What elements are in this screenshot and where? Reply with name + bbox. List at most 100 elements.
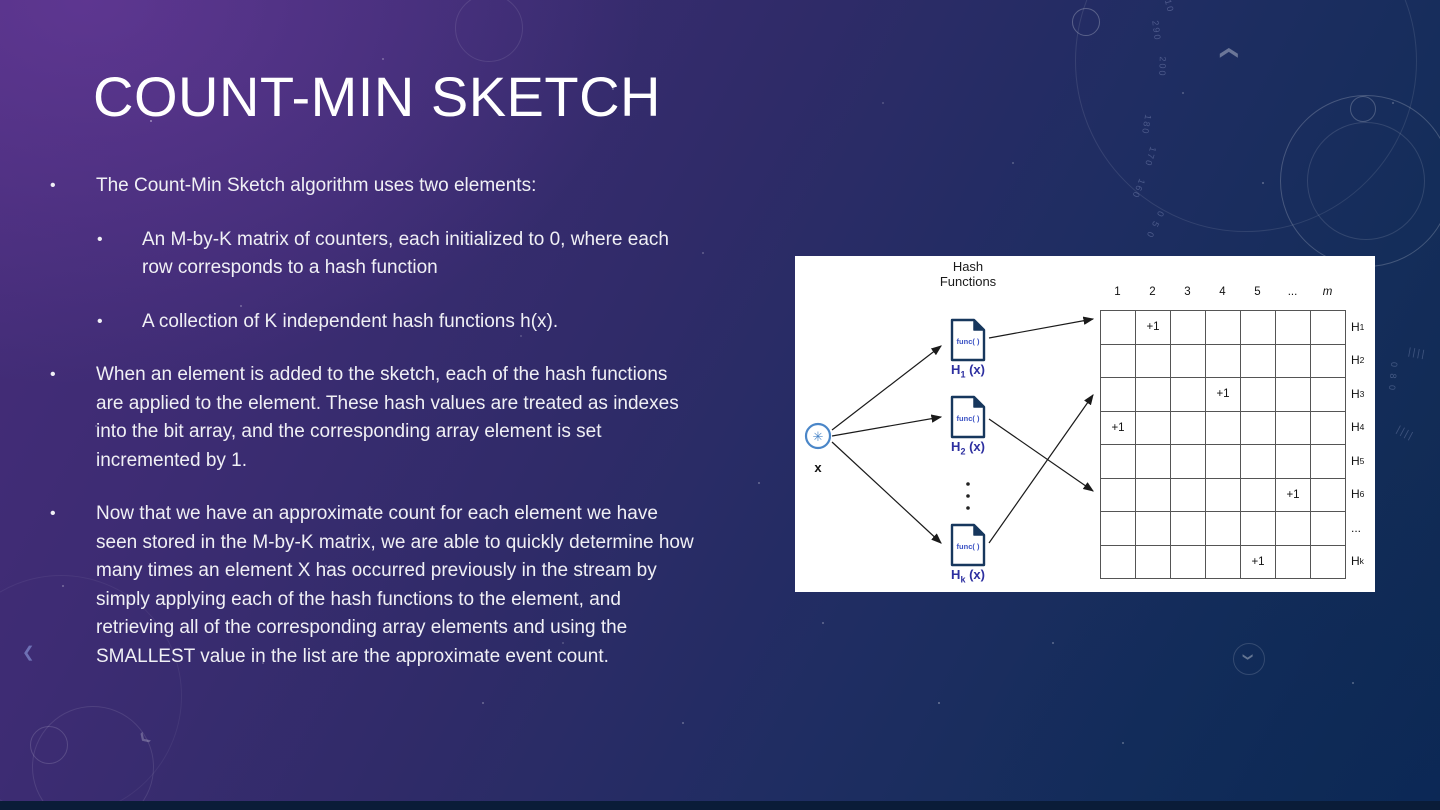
- decor-circle: [1072, 8, 1100, 36]
- grid-column-header: m: [1322, 286, 1333, 298]
- grid-cell: [1171, 411, 1206, 445]
- grid-cell: [1276, 378, 1311, 412]
- label-base: H: [1351, 353, 1360, 368]
- bottom-bar: [0, 801, 1440, 810]
- counter-grid: +1+1+1+1+1: [1100, 310, 1346, 579]
- grid-cell: [1241, 445, 1276, 479]
- label-subscript: 5: [1359, 455, 1365, 466]
- chevron-left-icon: ❮: [22, 644, 35, 661]
- bullet-text: An M-by-K matrix of counters, each initi…: [142, 228, 669, 279]
- bullet-item: • A collection of K independent hash func…: [0, 308, 740, 337]
- label-base: H: [1351, 386, 1360, 401]
- diagram-graphics: ✳ x func( ) func( ) func( ): [804, 316, 1095, 567]
- bullet-marker: •: [50, 505, 56, 522]
- grid-cell: [1171, 311, 1206, 345]
- ellipsis-dot: [966, 494, 970, 498]
- grid-cell: [1206, 445, 1241, 479]
- grid-cell: [1171, 545, 1206, 579]
- hash-func-icon-1: func( ): [950, 318, 986, 362]
- arrow-x-to-h2: [831, 414, 943, 437]
- input-label: x: [814, 460, 822, 475]
- diagram-panel: Hash Functions ✳ x func( ): [795, 256, 1375, 592]
- grid-cell: [1101, 311, 1136, 345]
- arrow-h1-to-grid: [988, 316, 1095, 339]
- grid-cell: [1136, 411, 1171, 445]
- label-subscript: 2: [1359, 355, 1365, 366]
- label-base: H: [951, 567, 961, 582]
- chevron-down-icon: ❯: [1242, 652, 1254, 662]
- label-rest: (x): [965, 567, 985, 582]
- grid-cell: [1101, 445, 1136, 479]
- grid-cell: [1206, 311, 1241, 345]
- decor-number: 0 8 0: [1386, 361, 1400, 393]
- grid-cell: [1136, 545, 1171, 579]
- grid-cell: [1311, 378, 1346, 412]
- input-node: [804, 422, 832, 450]
- func-text: func( ): [957, 337, 980, 346]
- label-subscript: 1: [1359, 321, 1365, 332]
- bullet-text: Now that we have an approximate count fo…: [96, 503, 694, 667]
- label-base: H: [1351, 487, 1360, 502]
- grid-cell: [1241, 478, 1276, 512]
- grid-cell: [1206, 344, 1241, 378]
- grid-cell: [1136, 512, 1171, 546]
- bullet-marker: •: [50, 177, 56, 194]
- decor-tick: ||||: [1407, 346, 1428, 361]
- star-field: [0, 0, 2, 2]
- grid-cell: [1206, 545, 1241, 579]
- grid-cell: [1276, 344, 1311, 378]
- label-subscript: 3: [1359, 388, 1365, 399]
- label-base: ...: [1351, 520, 1362, 535]
- grid-cell: [1171, 512, 1206, 546]
- bullet-item: •An M-by-K matrix of counters, each init…: [0, 226, 740, 283]
- grid-cell: [1101, 512, 1136, 546]
- decor-circle: [1350, 96, 1376, 122]
- label-rest: (x): [965, 439, 985, 454]
- grid-cell-marked: +1: [1136, 311, 1171, 345]
- grid-cell: [1136, 445, 1171, 479]
- grid-cell: [1171, 378, 1206, 412]
- grid-cell: [1241, 311, 1276, 345]
- bullet-marker: •: [50, 366, 56, 383]
- grid-cell: [1241, 344, 1276, 378]
- label-base: H: [1351, 554, 1360, 569]
- bullet-text: A collection of K independent hash funct…: [142, 310, 559, 332]
- hash-func-icon-k: func( ): [950, 523, 986, 567]
- ellipsis-dot: [966, 506, 970, 510]
- bullet-item: • The Count-Min Sketch algorithm uses two…: [0, 172, 740, 201]
- bullet-item: • Now that we have an approximate count f…: [0, 500, 740, 671]
- label-rest: (x): [965, 362, 985, 377]
- label-subscript: k: [1359, 556, 1364, 567]
- grid-column-header: 3: [1184, 286, 1191, 298]
- grid-cell: [1276, 311, 1311, 345]
- grid-cell: [1206, 411, 1241, 445]
- grid-cell: [1311, 478, 1346, 512]
- hash-functions-heading: Hash Functions: [939, 259, 997, 289]
- hash-node-label: H1 (x): [913, 362, 1023, 380]
- bullet-text: When an element is added to the sketch, …: [96, 364, 679, 471]
- bullet-text: The Count-Min Sketch algorithm uses two …: [96, 175, 537, 196]
- grid-cell: [1206, 478, 1241, 512]
- grid-cell: [1276, 411, 1311, 445]
- grid-cell: [1276, 445, 1311, 479]
- label-subscript: k: [960, 574, 966, 585]
- slide-title: COUNT-MIN SKETCH: [93, 65, 661, 128]
- hash-func-icon-2: func( ): [950, 395, 986, 439]
- label-subscript: 1: [960, 369, 966, 380]
- grid-cell: [1206, 512, 1241, 546]
- grid-cell: [1311, 344, 1346, 378]
- grid-cell-marked: +1: [1101, 411, 1136, 445]
- grid-cell: [1311, 445, 1346, 479]
- grid-cell: [1276, 545, 1311, 579]
- grid-cell: [1311, 512, 1346, 546]
- grid-cell: [1241, 378, 1276, 412]
- label-subscript: 4: [1359, 422, 1365, 433]
- label-base: H: [1351, 319, 1360, 334]
- label-subscript: 2: [960, 446, 966, 457]
- bullet-marker: •: [97, 312, 103, 330]
- grid-column-header: ...: [1287, 286, 1298, 298]
